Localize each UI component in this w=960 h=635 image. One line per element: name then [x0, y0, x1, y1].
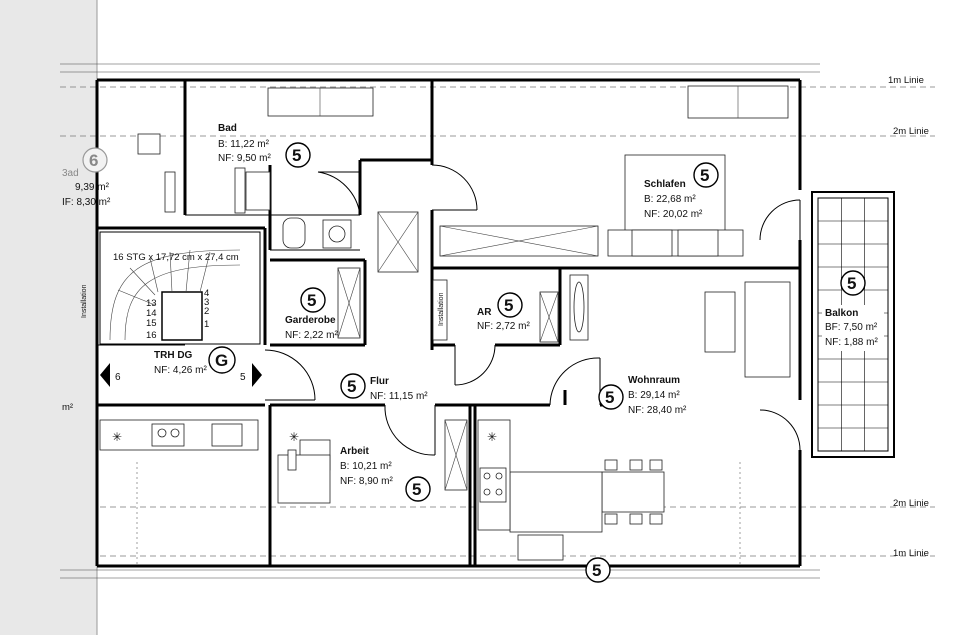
bottom-number: 5 — [592, 561, 601, 580]
door-swings — [264, 164, 801, 456]
line-label-2m-bottom: 2m Linie — [893, 498, 929, 509]
room-number-arbeit: 5 — [412, 480, 421, 499]
stair-step-1: 1 — [204, 319, 209, 330]
room-b-arbeit: B: 10,21 m² — [340, 461, 392, 472]
neighbour-installation-label: Installation — [81, 284, 88, 318]
stair-step-15: 15 — [146, 318, 157, 329]
staircase — [99, 231, 261, 345]
room-b-schlafen: B: 22,68 m² — [644, 194, 696, 205]
room-nf-ar: NF: 2,72 m² — [477, 321, 530, 332]
line-label-2m-top: 2m Linie — [893, 126, 929, 137]
room-bf-balkon: BF: 7,50 m² — [825, 322, 878, 333]
stair-step-4: 4 — [204, 288, 209, 299]
ar-installation-label: Installation — [438, 292, 445, 326]
bedroom-furniture — [439, 85, 789, 257]
room-b-wohnraum: B: 29,14 m² — [628, 390, 680, 401]
stair-step-2: 2 — [204, 306, 209, 317]
room-nf-bad: NF: 9,50 m² — [218, 153, 271, 164]
room-name-arbeit: Arbeit — [340, 446, 370, 457]
room-number-bad: 5 — [292, 146, 301, 165]
neighbour-room-nf: IF: 8,30 m² — [62, 197, 111, 208]
height-lines — [60, 86, 935, 557]
living-furniture — [444, 274, 791, 561]
room-number-ar: 5 — [504, 296, 513, 315]
arrow-right-icon — [252, 363, 262, 387]
trh-left-number: 6 — [115, 372, 121, 383]
room-name-trh: TRH DG — [154, 350, 193, 361]
room-nf-flur: NF: 11,15 m² — [370, 391, 428, 402]
svg-text:✳: ✳ — [289, 430, 299, 444]
room-name-schlafen: Schlafen — [644, 179, 686, 190]
stair-spec: 16 STG x 17,72 cm x 27,4 cm — [113, 252, 239, 263]
room-number-schlafen: 5 — [700, 166, 709, 185]
trh-right-number: 5 — [240, 372, 246, 383]
room-nf-schlafen: NF: 20,02 m² — [644, 209, 703, 220]
room-name-garderobe: Garderobe — [285, 315, 336, 326]
kitchen-row: ✳ ✳ ✳ — [99, 419, 497, 451]
neighbour-room-b: 9,39 m² — [75, 182, 110, 193]
room-number-flur: 5 — [347, 377, 356, 396]
room-name-flur: Flur — [370, 376, 389, 387]
room-name-wohnraum: Wohnraum — [628, 375, 680, 386]
room-number-wohnraum: 5 — [605, 388, 614, 407]
study-desk — [277, 439, 331, 504]
stair-step-13: 13 — [146, 298, 157, 309]
room-number-trh: G — [215, 351, 228, 370]
dotted-lines — [136, 462, 741, 565]
room-nf-wohnraum: NF: 28,40 m² — [628, 405, 687, 416]
room-name-bad: Bad — [218, 123, 237, 134]
room-name-balkon: Balkon — [825, 308, 858, 319]
svg-text:✳: ✳ — [112, 430, 122, 444]
room-number-balkon: 5 — [847, 274, 856, 293]
neighbour-room-number: 6 — [89, 151, 98, 170]
line-label-1m-top: 1m Linie — [888, 75, 924, 86]
room-name-ar: AR — [477, 307, 492, 318]
room-nf-arbeit: NF: 8,90 m² — [340, 476, 393, 487]
line-label-1m-bottom: 1m Linie — [893, 548, 929, 559]
eave-lines — [60, 63, 820, 579]
stair-step-14: 14 — [146, 308, 157, 319]
stair-step-3: 3 — [204, 297, 209, 308]
arrow-left-icon — [100, 363, 110, 387]
svg-text:✳: ✳ — [487, 430, 497, 444]
neighbour-m2: m² — [62, 402, 73, 413]
room-b-bad: B: 11,22 m² — [218, 139, 270, 150]
room-number-garderobe: 5 — [307, 291, 316, 310]
room-nf-garderobe: NF: 2,22 m² — [285, 330, 338, 341]
shafts — [337, 211, 559, 343]
bath-fixtures — [137, 87, 374, 249]
room-nf-trh: NF: 4,26 m² — [154, 365, 207, 376]
stair-step-16: 16 — [146, 330, 157, 341]
neighbour-room-name: 3ad — [62, 168, 79, 179]
neighbour-unit-shade — [0, 0, 97, 635]
room-nf-balkon: NF: 1,88 m² — [825, 337, 878, 348]
